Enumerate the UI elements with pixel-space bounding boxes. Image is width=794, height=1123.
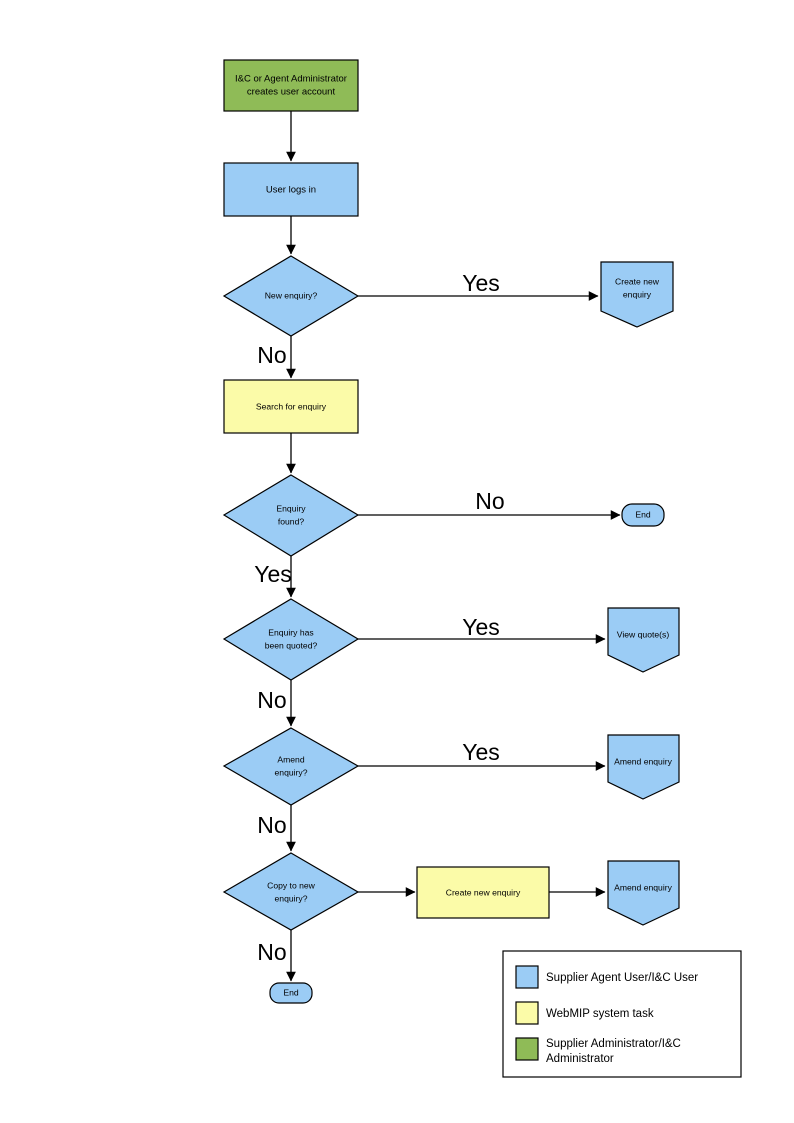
edge-label-no-amend: No <box>257 812 286 838</box>
edge-label-no-enquiry-found: No <box>475 488 504 514</box>
node-label-line: I&C or Agent Administrator <box>235 74 347 85</box>
node-label-line: enquiry <box>623 289 652 299</box>
edge-label-no-new-enquiry: No <box>257 342 286 368</box>
node-label-line: End <box>635 509 651 519</box>
connectors <box>286 111 621 982</box>
node-label-line: been quoted? <box>265 640 318 650</box>
node-copy-to-new-enquiry-decision[interactable]: Copy to new enquiry? <box>222 852 360 931</box>
node-amend-enquiry-action[interactable]: Amend enquiry <box>607 734 680 800</box>
node-shape-decision[interactable] <box>222 598 360 681</box>
node-end-terminator-bottom[interactable]: End <box>269 982 313 1004</box>
node-label-line: Create new <box>615 276 660 286</box>
node-amend-enquiry-decision[interactable]: Amend enquiry? <box>222 727 360 806</box>
node-shape-pentagon[interactable] <box>607 607 680 673</box>
node-enquiry-quoted-decision[interactable]: Enquiry has been quoted? <box>222 598 360 681</box>
node-label-line: Amend enquiry <box>614 882 673 892</box>
node-shape-process[interactable] <box>416 866 550 919</box>
node-label-line: enquiry? <box>275 767 308 777</box>
node-shape-process[interactable] <box>223 162 359 217</box>
edge-label-no-copy: No <box>257 939 286 965</box>
node-label-line: View quote(s) <box>617 629 670 639</box>
node-shape-pentagon[interactable] <box>607 860 680 926</box>
node-label-line: found? <box>278 516 305 526</box>
legend: Supplier Agent User/I&C User WebMIP syst… <box>502 950 742 1078</box>
node-create-new-enquiry-system[interactable]: Create new enquiry <box>416 866 550 919</box>
node-shape-pentagon[interactable] <box>600 261 674 328</box>
edge-label-yes-amend: Yes <box>462 739 500 765</box>
node-label-line: New enquiry? <box>265 290 318 300</box>
legend-item-webmip-system-task: WebMIP system task <box>515 1001 654 1025</box>
legend-label-system: WebMIP system task <box>546 1008 654 1020</box>
legend-item-supplier-agent-user: Supplier Agent User/I&C User <box>515 965 698 989</box>
node-shape-decision[interactable] <box>222 727 360 806</box>
node-label-line: Enquiry <box>276 503 306 513</box>
node-view-quotes[interactable]: View quote(s) <box>607 607 680 673</box>
node-end-terminator-top[interactable]: End <box>621 503 665 527</box>
node-label-line: Create new enquiry <box>446 887 521 897</box>
node-amend-enquiry-action-copy[interactable]: Amend enquiry <box>607 860 680 926</box>
node-shape-decision[interactable] <box>222 255 360 337</box>
legend-swatch-user <box>515 965 539 989</box>
legend-label-admin: Supplier Administrator/I&C <box>546 1038 681 1050</box>
legend-label-user: Supplier Agent User/I&C User <box>546 972 698 984</box>
legend-label-admin: Administrator <box>546 1053 614 1065</box>
node-label-line: Amend <box>277 754 304 764</box>
node-label-line: enquiry? <box>275 893 308 903</box>
node-enquiry-found-decision[interactable]: Enquiry found? <box>222 474 360 557</box>
node-create-user-account[interactable]: I&C or Agent Administrator creates user … <box>223 59 359 112</box>
node-shape-decision[interactable] <box>222 474 360 557</box>
node-new-enquiry-decision[interactable]: New enquiry? <box>222 255 360 337</box>
node-label-line: Enquiry has <box>268 627 313 637</box>
node-label-line: User logs in <box>266 185 316 196</box>
legend-swatch-admin <box>515 1037 539 1061</box>
node-shape-terminator[interactable] <box>269 982 313 1004</box>
edge-labels: Yes No No Yes Yes No Yes No No <box>254 270 504 965</box>
edge-label-yes-quoted: Yes <box>462 614 500 640</box>
node-user-logs-in[interactable]: User logs in <box>223 162 359 217</box>
edge-label-yes-enquiry-found: Yes <box>254 561 292 587</box>
node-create-new-enquiry-user[interactable]: Create new enquiry <box>600 261 674 328</box>
node-shape-process[interactable] <box>223 379 359 434</box>
legend-item-supplier-administrator: Supplier Administrator/I&C Administrator <box>515 1037 681 1065</box>
edge-label-no-quoted: No <box>257 687 286 713</box>
node-label-line: Copy to new <box>267 880 316 890</box>
node-shape-terminator[interactable] <box>621 503 665 527</box>
node-search-for-enquiry[interactable]: Search for enquiry <box>223 379 359 434</box>
node-label-line: Search for enquiry <box>256 401 327 411</box>
node-label-line: creates user account <box>247 87 336 98</box>
edge-label-yes-new-enquiry: Yes <box>462 270 500 296</box>
node-label-line: End <box>283 987 299 997</box>
node-shape-decision[interactable] <box>222 852 360 931</box>
legend-container <box>502 950 742 1078</box>
node-shape-pentagon[interactable] <box>607 734 680 800</box>
legend-swatch-system <box>515 1001 539 1025</box>
node-label-line: Amend enquiry <box>614 756 673 766</box>
node-shape-process[interactable] <box>223 59 359 112</box>
